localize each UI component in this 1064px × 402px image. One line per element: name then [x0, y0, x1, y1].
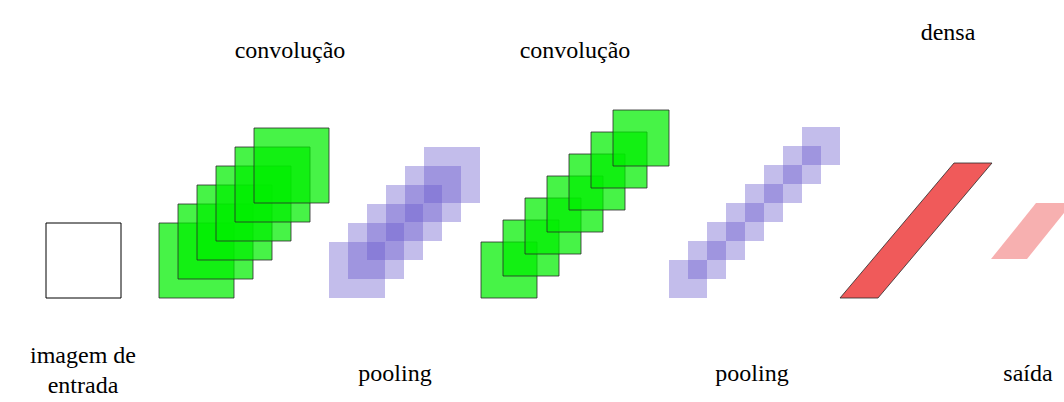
layer-label: imagem de entrada	[8, 340, 158, 400]
convolution-stack-shape	[481, 110, 669, 298]
layer-map	[840, 163, 992, 298]
layer-label: convolução	[520, 35, 631, 65]
pooling-stack: pooling	[669, 127, 840, 298]
convolution-stack-shape	[159, 128, 329, 298]
layer-label: pooling	[358, 358, 431, 388]
layer-label: densa	[921, 17, 976, 47]
dense-layer: densa	[840, 163, 992, 298]
layer-map	[424, 147, 480, 203]
convolution-stack: convolução	[159, 128, 329, 298]
layer-label: convolução	[235, 35, 346, 65]
pooling-stack: pooling	[329, 147, 480, 298]
pooling-stack-shape	[669, 127, 840, 298]
layer-label: pooling	[715, 358, 788, 388]
layer-label: saída	[1003, 358, 1052, 388]
output-layer: saída	[991, 203, 1064, 259]
layer-map	[991, 203, 1064, 259]
layer-map	[254, 128, 329, 203]
input-image-shape	[46, 223, 121, 298]
layer-map	[46, 223, 121, 298]
pooling-stack-shape	[329, 147, 480, 298]
layer-map	[802, 127, 840, 165]
convolution-stack: convolução	[481, 110, 669, 298]
input-image: imagem de entrada	[46, 223, 121, 298]
output-layer-shape	[991, 203, 1064, 259]
dense-layer-shape	[840, 163, 992, 298]
layer-map	[613, 110, 669, 166]
